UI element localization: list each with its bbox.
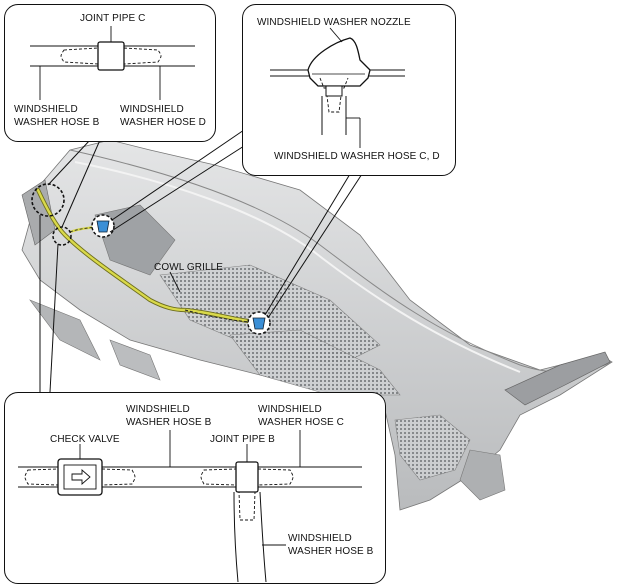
nozzle-right	[247, 311, 271, 335]
check-valve-label: CHECK VALVE	[50, 434, 120, 445]
hose-b-bottom-label: WASHER HOSE B	[288, 546, 374, 557]
cowl-grille-label: COWL GRILLE	[154, 262, 224, 273]
hose-b-label: WASHER HOSE B	[14, 117, 100, 128]
callout-washer-nozzle	[242, 4, 456, 176]
grille-mesh	[229, 329, 401, 396]
hose-c-label: WINDSHIELD	[258, 404, 322, 415]
callout-joint-pipe-c	[4, 4, 216, 142]
joint-pipe-c-label: JOINT PIPE C	[80, 13, 146, 24]
washer-nozzle-label: WINDSHIELD WASHER NOZZLE	[257, 17, 411, 28]
hose-b-top-label: WINDSHIELD	[126, 404, 190, 415]
hose-c-label: WASHER HOSE C	[258, 417, 344, 428]
joint-pipe-b-label: JOINT PIPE B	[210, 434, 275, 445]
nozzle-left	[91, 214, 115, 238]
grille-mesh	[394, 414, 471, 481]
hose-b-label: WINDSHIELD	[14, 104, 78, 115]
hose-d-label: WASHER HOSE D	[120, 117, 206, 128]
hose-b-top-label: WASHER HOSE B	[126, 417, 212, 428]
joint-pipe-c-marker	[31, 183, 65, 217]
hose-b-bottom-label: WINDSHIELD	[288, 533, 352, 544]
hose-cd-label: WINDSHIELD WASHER HOSE C, D	[274, 151, 440, 162]
hose-d-label: WINDSHIELD	[120, 104, 184, 115]
